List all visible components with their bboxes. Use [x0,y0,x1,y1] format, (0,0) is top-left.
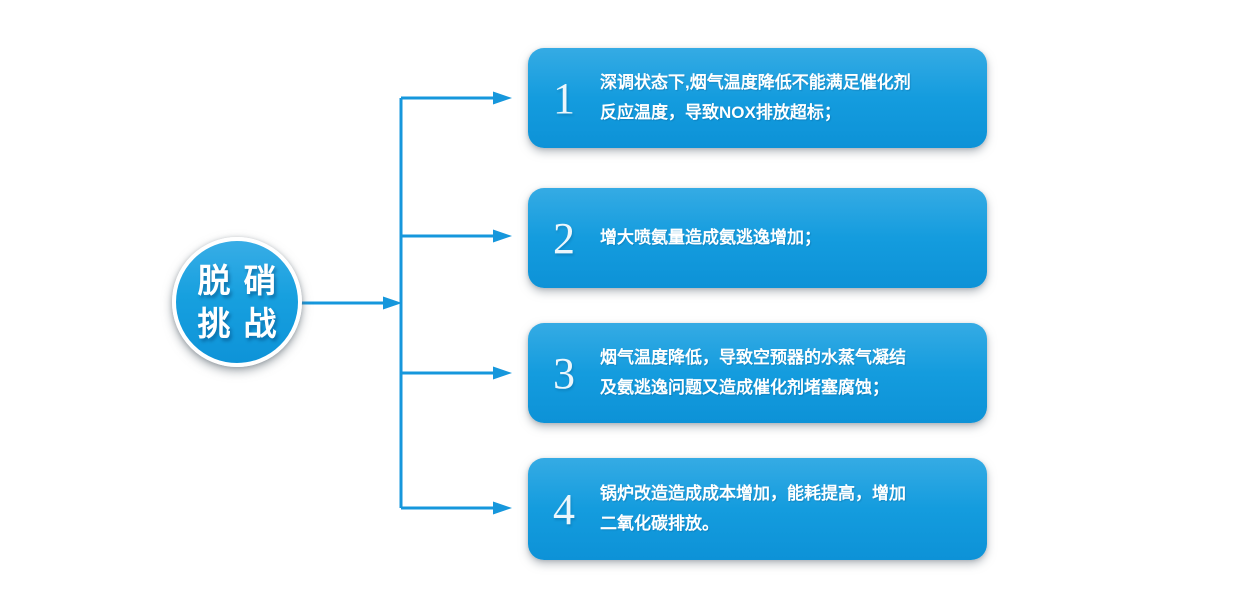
challenge-text-1: 深调状态下,烟气温度降低不能满足催化剂 反应温度，导致NOX排放超标； [600,73,911,122]
challenge-number-2: 2 [553,213,575,263]
arrowhead-branch-4 [493,501,512,515]
challenge-circle: 脱硝 挑战 [172,237,302,367]
arrowhead-branch-2 [493,229,512,243]
arrowhead-trunk [383,296,402,310]
challenge-number-1: 1 [553,73,575,123]
challenge-box-3: 3 烟气温度降低，导致空预器的水蒸气凝结 及氨逃逸问题又造成催化剂堵塞腐蚀； [528,323,987,423]
challenge-box-2: 2 增大喷氨量造成氨逃逸增加； [528,188,987,288]
arrowhead-branch-1 [493,91,512,105]
circle-label-line1: 脱硝 [197,262,290,299]
challenge-number-3: 3 [553,348,575,398]
arrowhead-branch-3 [493,366,512,380]
challenge-text-4: 锅炉改造造成成本增加，能耗提高，增加 二氧化碳排放。 [600,484,906,533]
challenge-text-3: 烟气温度降低，导致空预器的水蒸气凝结 及氨逃逸问题又造成催化剂堵塞腐蚀； [600,348,906,397]
challenge-text-2: 增大喷氨量造成氨逃逸增加； [600,228,821,247]
circle-label-line2: 挑战 [197,305,290,342]
challenge-number-4: 4 [553,484,575,534]
challenge-box-4: 4 锅炉改造造成成本增加，能耗提高，增加 二氧化碳排放。 [528,458,987,560]
challenge-box-1: 1 深调状态下,烟气温度降低不能满足催化剂 反应温度，导致NOX排放超标； [528,48,987,148]
